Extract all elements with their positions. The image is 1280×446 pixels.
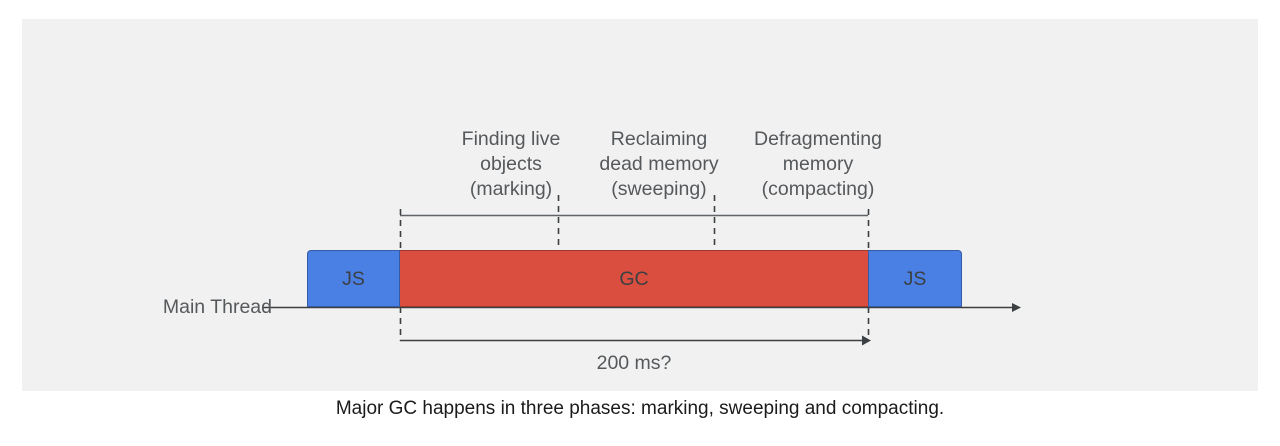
main-thread-axis bbox=[262, 303, 1021, 312]
diagram-guides-svg bbox=[262, 195, 1021, 346]
phase-label-sweeping: Reclaiming dead memory (sweeping) bbox=[599, 128, 719, 200]
figure-caption: Major GC happens in three phases: markin… bbox=[335, 398, 945, 419]
main-thread-label: Main Thread bbox=[162, 296, 272, 318]
duration-label: 200 ms? bbox=[596, 352, 672, 374]
slide-panel: Finding live objects (marking) Reclaimin… bbox=[22, 19, 1258, 391]
phase-label-compacting: Defragmenting memory (compacting) bbox=[754, 128, 882, 200]
duration-measure-arrow bbox=[399, 307, 871, 346]
phase-label-marking: Finding live objects (marking) bbox=[461, 128, 561, 200]
timeline-bar-js-left: JS bbox=[307, 250, 400, 307]
timeline-bar-js-right: JS bbox=[868, 250, 962, 307]
timeline-bar-gc: GC bbox=[400, 250, 868, 307]
